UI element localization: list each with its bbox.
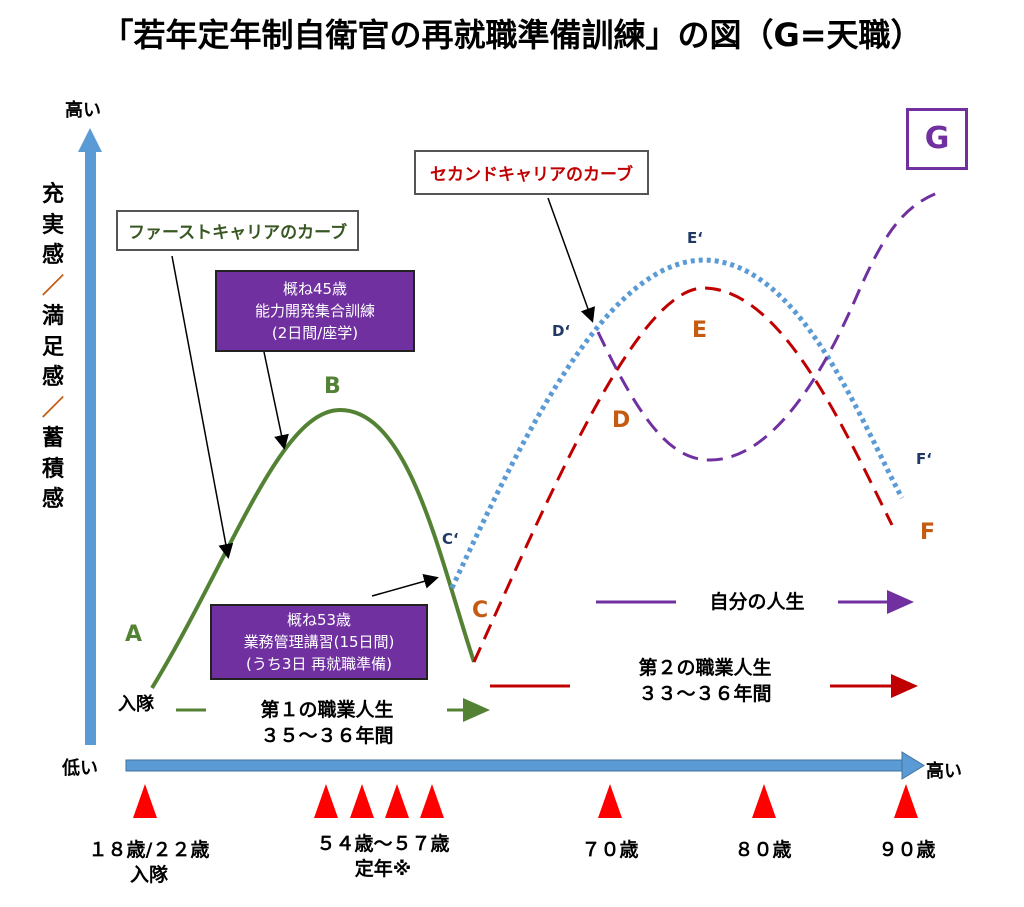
point-d-prime: D‘ — [552, 322, 571, 340]
point-d: D — [612, 408, 631, 433]
first-life-years: ３５～３６年間 — [260, 725, 394, 747]
training-53-name: 業務管理講習(15日間) — [243, 633, 395, 651]
age-label-enlist: １８歳/２２歳 入隊 — [64, 838, 234, 888]
training-53-box: 概ね53歳 業務管理講習(15日間) (うち3日 再就職準備) — [210, 604, 428, 680]
training-45-age: 概ね45歳 — [282, 280, 348, 298]
age-label-retire: ５４歳～５７歳 定年※ — [288, 832, 478, 882]
age-enlist-sub: 入隊 — [129, 864, 168, 886]
first-career-callout: ファーストキャリアのカーブ — [116, 210, 360, 251]
second-life-title: 第２の職業人生 — [638, 657, 772, 679]
y-label-char: ／ — [41, 395, 64, 421]
age-marker-54 — [314, 784, 338, 818]
own-life-curve — [596, 190, 941, 462]
age-marker-55 — [350, 784, 374, 818]
x-axis-high: 高い — [926, 761, 962, 782]
enlist-label: 入隊 — [118, 694, 154, 715]
age-label-90: ９０歳 — [878, 839, 936, 861]
first-life-title: 第１の職業人生 — [260, 699, 394, 721]
age-label-80: ８０歳 — [734, 839, 792, 861]
arrow-second-curve — [547, 197, 595, 323]
first-life-label: 第１の職業人生 ３５～３６年間 — [212, 697, 442, 749]
second-career-curve-red — [472, 286, 894, 663]
point-c: C — [472, 598, 489, 623]
training-53-detail: (うち3日 再就職準備) — [245, 655, 393, 673]
age-marker-70 — [598, 784, 622, 818]
second-life-label: 第２の職業人生 ３３～３６年間 — [585, 655, 825, 707]
y-label-char: 満 — [41, 304, 64, 329]
age-label-70: ７０歳 — [581, 839, 639, 861]
age-marker-90 — [894, 784, 918, 818]
age-marker-80 — [752, 784, 776, 818]
y-axis-label: 充 実 感 ／ 満 足 感 ／ 蓄 積 感 — [38, 180, 68, 516]
point-e-prime: E‘ — [687, 229, 703, 247]
y-label-char: ／ — [41, 273, 64, 299]
y-label-char: 足 — [41, 334, 64, 360]
x-axis-arrow — [125, 751, 925, 780]
own-life-label: 自分の人生 — [709, 591, 805, 613]
age-marker-57 — [420, 784, 444, 818]
y-label-char: 感 — [41, 487, 64, 512]
age-enlist-text: １８歳/２２歳 — [88, 839, 210, 861]
second-career-callout: セカンドキャリアのカーブ — [414, 150, 649, 195]
y-label-char: 感 — [41, 365, 64, 390]
point-g-box: G — [906, 108, 968, 170]
y-axis-high: 高い — [65, 100, 101, 121]
y-label-char: 充 — [41, 182, 64, 207]
training-45-name: 能力開発集合訓練 — [254, 302, 375, 320]
y-label-char: 蓄 — [41, 426, 64, 451]
point-c-prime: C‘ — [442, 530, 459, 548]
second-career-curve-blue — [449, 257, 905, 590]
point-f-prime: F‘ — [916, 450, 932, 468]
y-label-char: 実 — [41, 212, 64, 238]
y-axis-low: 低い — [62, 758, 98, 779]
age-marker-56 — [385, 784, 409, 818]
point-a: A — [125, 622, 143, 647]
age-marker-18 — [133, 784, 157, 818]
second-life-years: ３３～３６年間 — [638, 683, 772, 705]
arrow-training-45 — [263, 351, 289, 450]
arrow-training-53 — [371, 574, 439, 597]
point-e: E — [692, 318, 708, 343]
y-label-char: 感 — [41, 243, 64, 268]
point-f: F — [920, 520, 936, 545]
age-retire-text: ５４歳～５７歳 — [316, 833, 450, 855]
training-45-detail: (2日間/座学) — [271, 324, 359, 342]
page-title: 「若年定年制自衛官の再就職準備訓練」の図（G=天職） — [101, 16, 923, 54]
age-retire-sub: 定年※ — [354, 858, 412, 880]
point-b: B — [324, 374, 341, 399]
training-53-age: 概ね53歳 — [286, 611, 352, 629]
y-label-char: 積 — [41, 456, 64, 482]
first-career-curve — [150, 407, 476, 690]
arrow-first-curve — [171, 255, 234, 559]
training-45-box: 概ね45歳 能力開発集合訓練 (2日間/座学) — [215, 270, 415, 352]
y-axis-arrow — [78, 128, 102, 745]
